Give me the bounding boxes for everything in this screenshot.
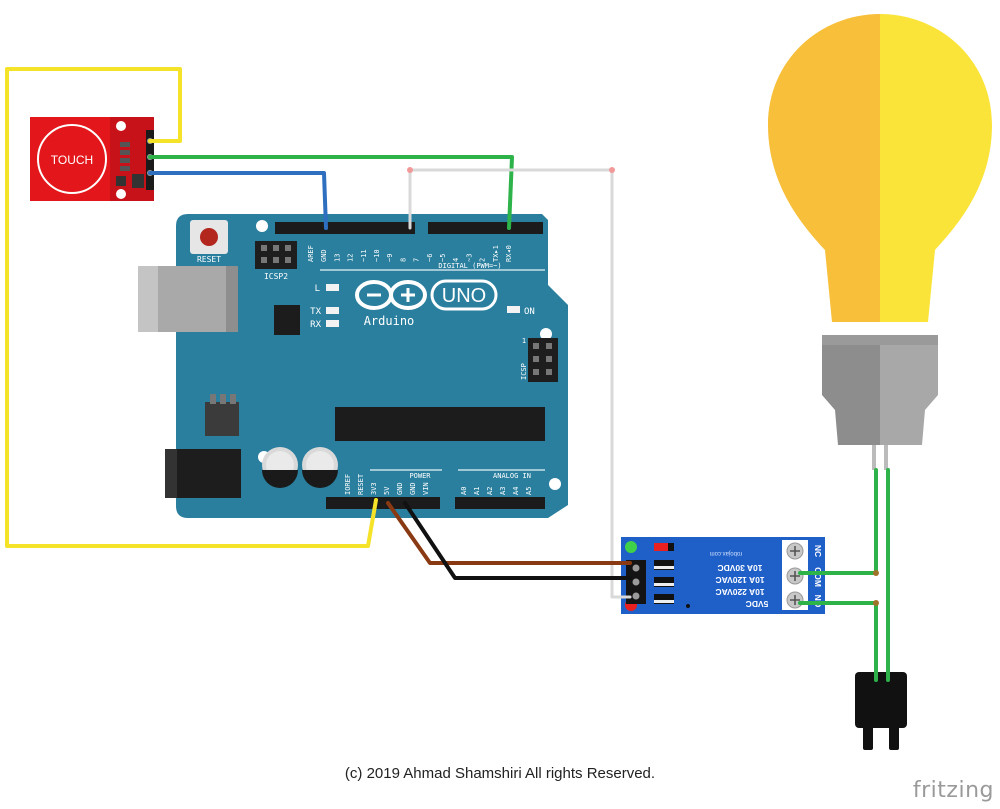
analog-pin-label: A5 bbox=[525, 487, 533, 495]
wire-black-gnd bbox=[403, 501, 632, 580]
analog-pin-label: A4 bbox=[512, 487, 520, 495]
digital-pin-label: ~5 bbox=[439, 254, 447, 262]
power-pin-label: IOREF bbox=[344, 474, 352, 495]
digital-pin-label: TX▸1 bbox=[492, 245, 500, 262]
digital-pin-label: GND bbox=[320, 249, 328, 262]
power-plug bbox=[855, 672, 907, 750]
icsp2-header bbox=[255, 241, 297, 269]
reset-label: RESET bbox=[197, 255, 221, 264]
digital-pin-label: ~6 bbox=[426, 254, 434, 262]
digital-pin-label: 12 bbox=[347, 254, 355, 262]
power-pin-label: GND bbox=[409, 482, 417, 495]
dc-jack bbox=[165, 449, 241, 498]
power-pin-label: 5V bbox=[383, 486, 391, 495]
digital-pin-label: ~11 bbox=[360, 249, 368, 262]
digital-header-right bbox=[428, 222, 543, 234]
relay-terminal-com: COM bbox=[813, 567, 823, 587]
wire-brown-5v bbox=[386, 501, 632, 565]
wire-ac-no bbox=[798, 601, 878, 682]
light-bulb bbox=[768, 14, 992, 470]
power-pin-labels: IOREF RESET 3V3 5V GND GND VIN bbox=[344, 473, 430, 495]
icsp-label: ICSP bbox=[520, 363, 528, 380]
voltage-regulator bbox=[205, 402, 239, 436]
power-header bbox=[326, 497, 440, 509]
copyright-footer: (c) 2019 Ahmad Shamshiri All rights Rese… bbox=[344, 765, 656, 782]
relay-module bbox=[621, 537, 825, 614]
analog-pin-label: A1 bbox=[473, 487, 481, 495]
analog-pin-labels: A0 A1 A2 A3 A4 A5 bbox=[460, 487, 533, 495]
led-tx bbox=[326, 307, 339, 314]
analog-pin-label: A0 bbox=[460, 487, 468, 495]
digital-pin-label: 4 bbox=[452, 258, 460, 262]
digital-pin-label: RX◂0 bbox=[505, 245, 513, 262]
led-l bbox=[326, 284, 339, 291]
wire-blue-gnd bbox=[148, 171, 328, 230]
mount-hole bbox=[549, 478, 561, 490]
capacitor bbox=[262, 447, 298, 488]
relay-terminal-nc: NC bbox=[813, 545, 823, 557]
analog-pin-label: A2 bbox=[486, 487, 494, 495]
led-rx-label: RX bbox=[310, 320, 321, 330]
relay-brand: robojax.com bbox=[710, 550, 743, 556]
analog-pin-label: A3 bbox=[499, 487, 507, 495]
relay-spec-3: 10A 220VAC bbox=[715, 587, 764, 597]
wire-green-signal bbox=[148, 155, 514, 230]
digital-header-left bbox=[275, 222, 415, 234]
power-pin-label: GND bbox=[396, 482, 404, 495]
arduino-uno-board bbox=[138, 214, 568, 518]
digital-pin-label: ~10 bbox=[373, 249, 381, 262]
digital-pin-label: 2 bbox=[479, 258, 487, 262]
mount-hole bbox=[540, 328, 552, 340]
digital-pin-label: 7 bbox=[413, 258, 421, 262]
relay-spec-1: 10A 30VDC bbox=[717, 563, 762, 573]
wire-yellow-vcc bbox=[5, 67, 378, 548]
digital-pin-label: ~9 bbox=[386, 254, 394, 262]
atmega-chip bbox=[335, 407, 545, 441]
power-header-label: POWER bbox=[409, 472, 431, 480]
relay-power-led bbox=[625, 541, 637, 553]
touch-label: TOUCH bbox=[51, 153, 93, 167]
digital-pin-label: ~3 bbox=[465, 254, 473, 262]
digital-pin-label: 13 bbox=[333, 254, 341, 262]
capacitor bbox=[302, 447, 338, 488]
mount-hole bbox=[256, 220, 268, 232]
power-pin-label: 3V3 bbox=[370, 482, 378, 495]
icsp2-label: ICSP2 bbox=[264, 272, 288, 281]
usb-chip bbox=[274, 305, 300, 335]
analog-header bbox=[455, 497, 545, 509]
relay-spec-2: 10A 120VAC bbox=[715, 575, 764, 585]
led-l-label: L bbox=[315, 284, 320, 294]
led-rx bbox=[326, 320, 339, 327]
icsp-pin-1-label: 1 bbox=[522, 337, 526, 345]
relay-coil: 5VDC bbox=[746, 599, 769, 609]
power-pin-label: RESET bbox=[357, 473, 365, 495]
digital-pin-label: AREF bbox=[307, 245, 315, 262]
led-on bbox=[507, 306, 520, 313]
icsp-header bbox=[528, 338, 558, 382]
fritzing-logo: fritzing bbox=[912, 778, 994, 803]
arduino-label: Arduino bbox=[364, 314, 415, 328]
arduino-logo bbox=[355, 279, 498, 311]
led-tx-label: TX bbox=[310, 307, 321, 317]
power-pin-label: VIN bbox=[422, 482, 430, 495]
digital-pin-label: 8 bbox=[399, 258, 407, 262]
touch-sensor-module bbox=[30, 117, 154, 201]
digital-pin-labels: AREF GND 13 12 ~11 ~10 ~9 8 7 ~6 ~5 4 ~3 2 TX▸1 RX◂0 bbox=[307, 245, 513, 262]
led-on-label: ON bbox=[524, 307, 535, 317]
digital-header-label: DIGITAL (PWM=~) bbox=[438, 262, 501, 270]
analog-header-label: ANALOG IN bbox=[493, 472, 531, 480]
uno-label: UNO bbox=[442, 285, 486, 307]
